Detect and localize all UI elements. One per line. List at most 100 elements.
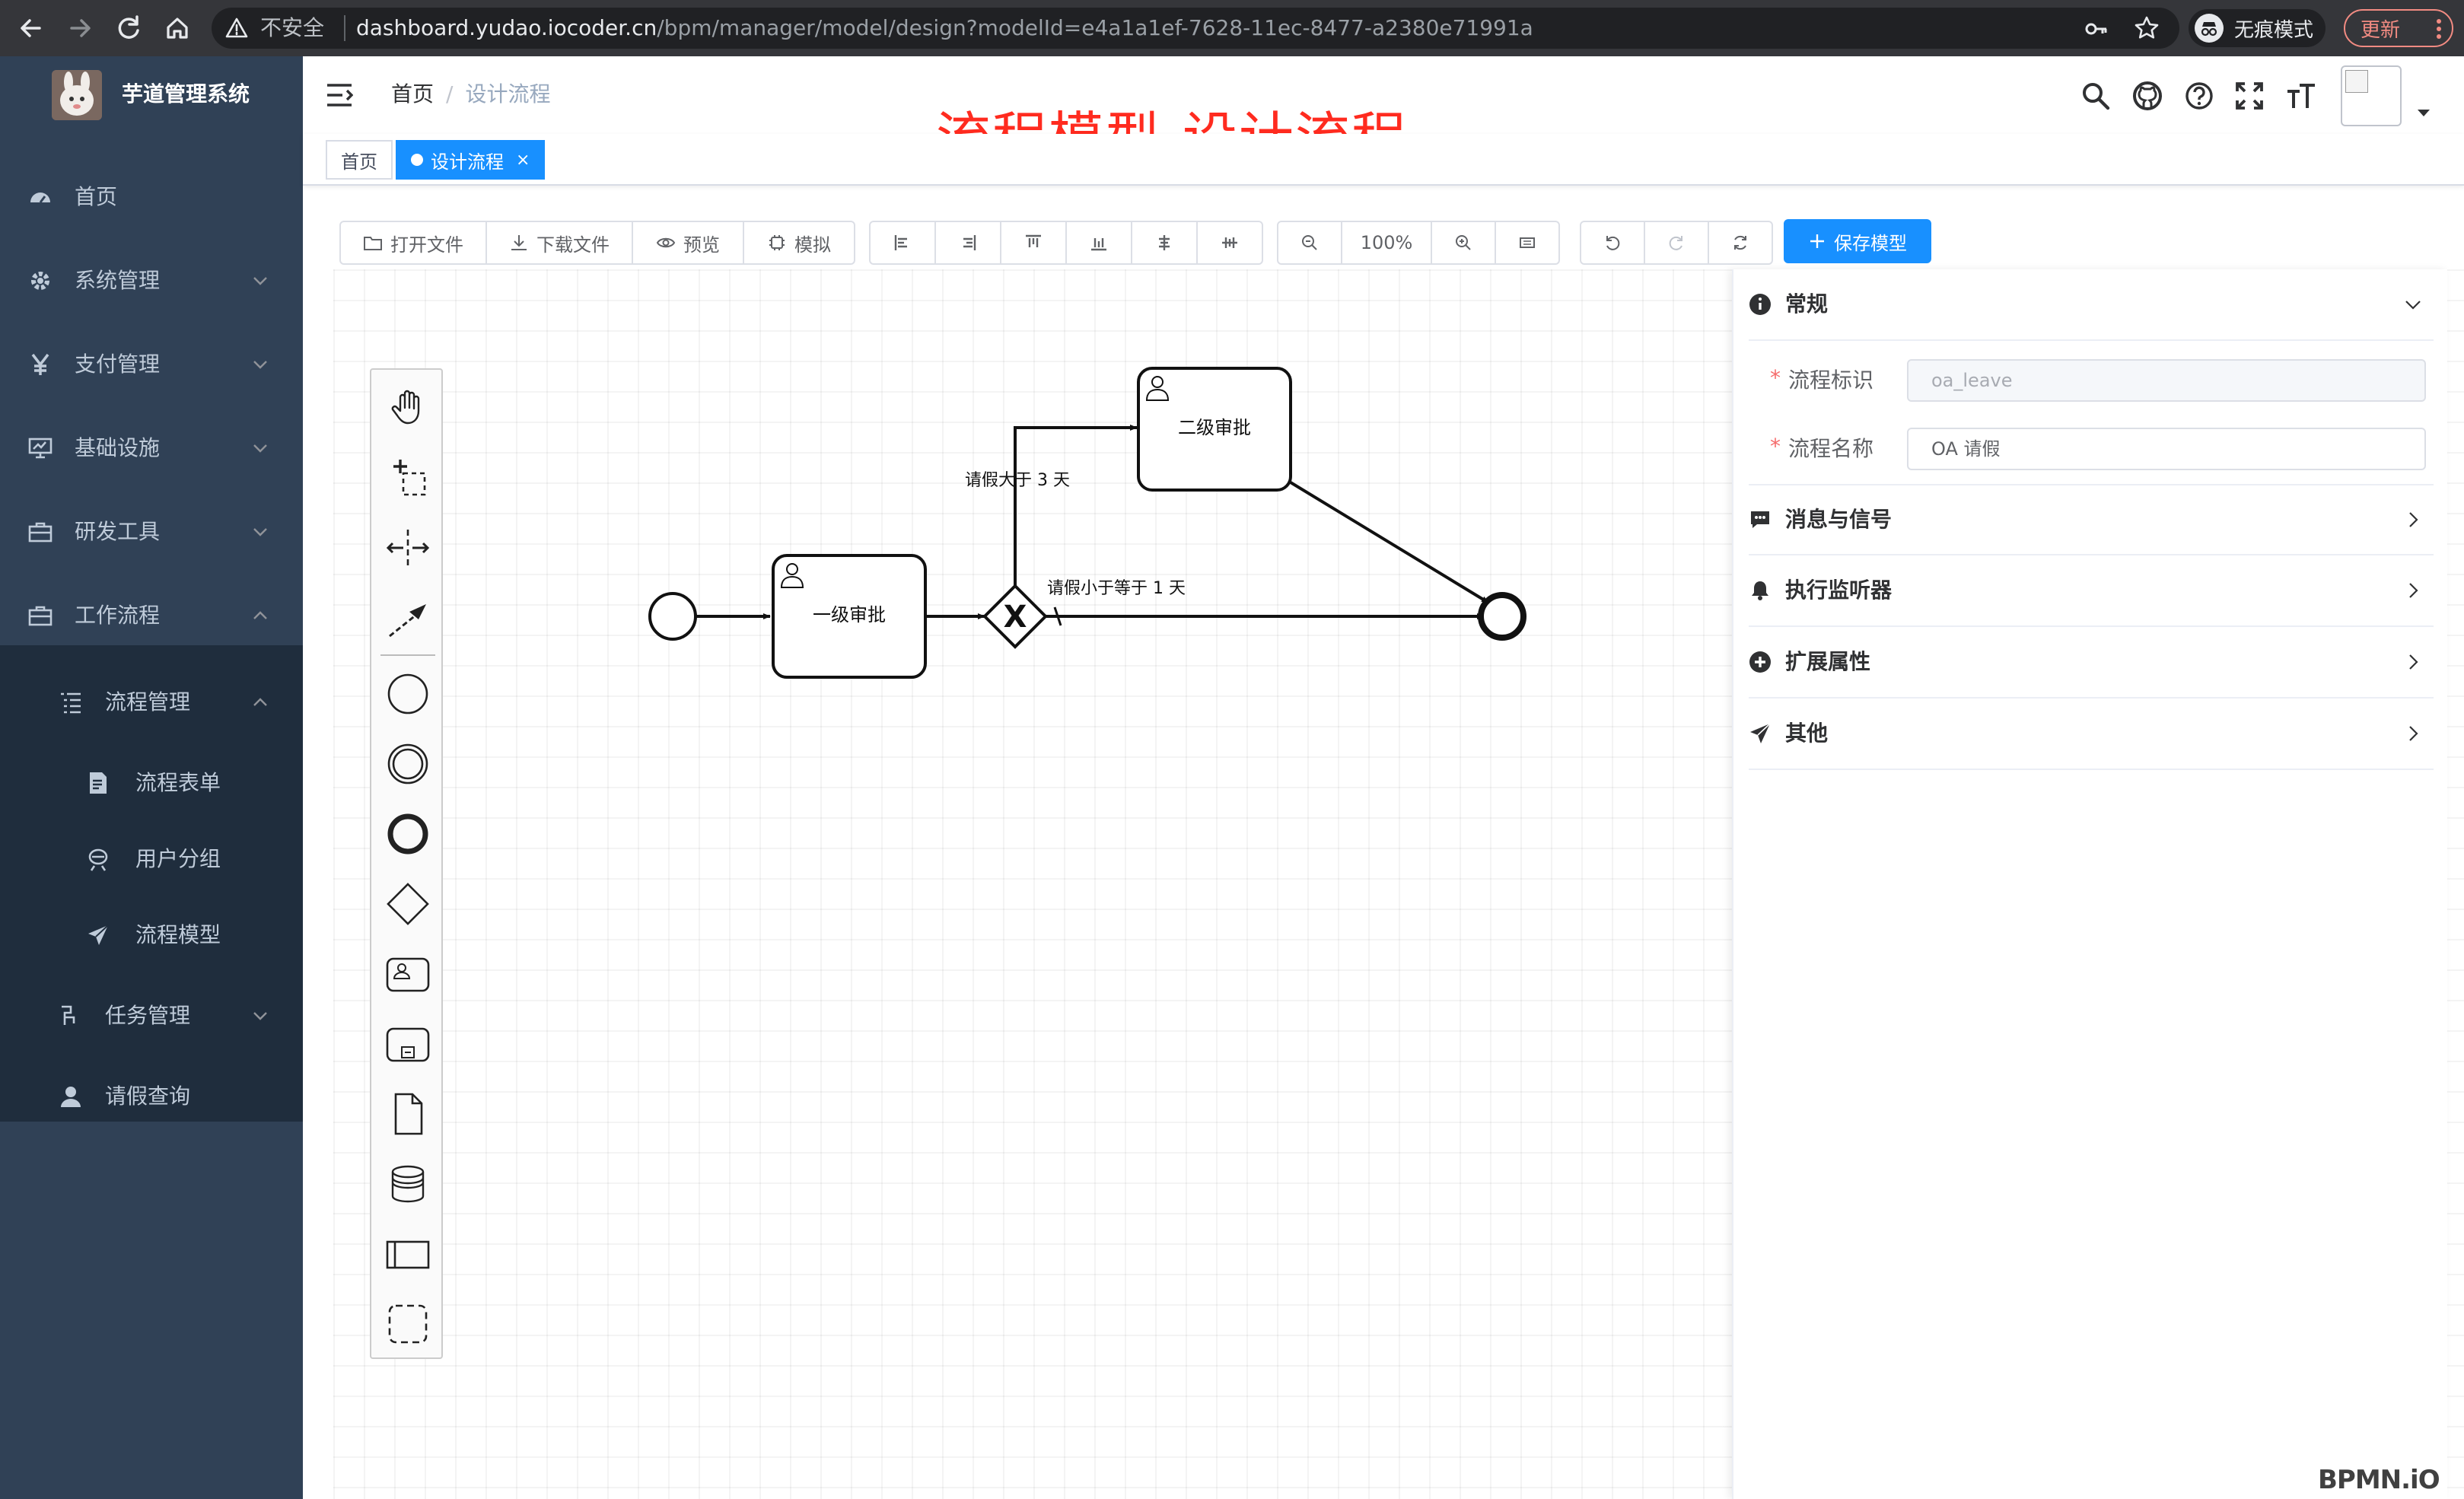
start-event[interactable] — [648, 592, 697, 641]
space-tool-icon[interactable] — [385, 525, 431, 571]
home-icon[interactable] — [160, 11, 195, 46]
align-right-button[interactable] — [934, 221, 1001, 265]
help-icon[interactable] — [2184, 81, 2214, 111]
warning-icon[interactable] — [225, 17, 248, 40]
user-task-level1[interactable]: 一级审批 — [772, 554, 927, 679]
zoom-in-button[interactable] — [1431, 221, 1496, 265]
align-bottom-button[interactable] — [1065, 221, 1132, 265]
start-event-icon[interactable] — [385, 671, 431, 717]
align-right-icon — [963, 235, 976, 250]
fit-viewport-button[interactable] — [1495, 221, 1560, 265]
caret-down-icon[interactable] — [2415, 107, 2432, 119]
simulate-button[interactable]: 模拟 — [743, 221, 855, 265]
sidebar-item-leave-query[interactable]: 请假查询 — [0, 1055, 303, 1138]
incognito-badge[interactable]: 无痕模式 — [2189, 9, 2326, 47]
sidebar-item-user-group[interactable]: 用户分组 — [0, 817, 303, 901]
address-bar[interactable]: 不安全 dashboard.yudao.iocoder.cn/bpm/manag… — [212, 8, 2179, 49]
intermediate-event-icon[interactable] — [385, 741, 431, 787]
tag-home[interactable]: 首页 — [326, 140, 393, 180]
section-execution-listener[interactable]: 执行监听器 — [1749, 555, 2434, 627]
group-icon[interactable] — [385, 1301, 431, 1347]
sidebar-item-pay[interactable]: 支付管理 — [0, 323, 303, 406]
open-file-button[interactable]: 打开文件 — [339, 221, 487, 265]
chevron-down-icon — [253, 444, 267, 453]
align-left-button[interactable] — [869, 221, 936, 265]
sequence-flow-gateway-to-end[interactable] — [1046, 606, 1485, 626]
chevron-right-icon — [2409, 512, 2418, 527]
tag-active-label: 设计流程 — [431, 151, 504, 173]
zoom-out-button[interactable] — [1277, 221, 1342, 265]
section-general[interactable]: 常规 — [1749, 269, 2434, 341]
download-file-button[interactable]: 下载文件 — [485, 221, 633, 265]
subprocess-icon[interactable] — [385, 1021, 431, 1067]
sidebar-item-process-model[interactable]: 流程模型 — [0, 893, 303, 977]
fullscreen-icon[interactable] — [2234, 81, 2265, 111]
update-button[interactable]: 更新 — [2344, 9, 2453, 47]
key-icon[interactable] — [2084, 17, 2108, 41]
sidebar-item-task-mgmt[interactable]: 任务管理 — [0, 974, 303, 1058]
section-other[interactable]: 其他 — [1749, 699, 2434, 770]
flow-label-le-1-day[interactable]: 请假小于等于 1 天 — [1047, 579, 1186, 598]
hamburger-icon[interactable] — [326, 82, 353, 108]
end-event-icon[interactable] — [385, 811, 431, 857]
more-vert-icon — [2437, 19, 2441, 39]
align-top-button[interactable] — [1000, 221, 1067, 265]
chevron-up-icon — [253, 611, 267, 619]
history-button-group — [1580, 221, 1773, 265]
gateway-icon[interactable] — [385, 881, 431, 927]
sidebar-item-system[interactable]: 系统管理 — [0, 239, 303, 323]
section-messages-signals[interactable]: 消息与信号 — [1749, 484, 2434, 555]
sequence-flow-gateway-to-task2[interactable] — [1014, 425, 1138, 586]
user-task-level2[interactable]: 二级审批 — [1137, 367, 1292, 492]
process-id-input[interactable]: oa_leave — [1907, 359, 2426, 402]
flow-label-more-than-3-days[interactable]: 请假大于 3 天 — [965, 471, 1070, 490]
hand-tool-icon[interactable] — [385, 385, 431, 431]
end-event[interactable] — [1478, 592, 1526, 641]
insecure-label[interactable]: 不安全 — [260, 15, 325, 40]
save-model-button[interactable]: 保存模型 — [1784, 219, 1931, 263]
sidebar-item-infra[interactable]: 基础设施 — [0, 406, 303, 490]
search-icon[interactable] — [2080, 81, 2111, 111]
sequence-flow-task2-to-end[interactable] — [1289, 481, 1490, 604]
send-icon — [88, 925, 109, 945]
align-center-button[interactable] — [1131, 221, 1198, 265]
exclusive-gateway[interactable]: X — [982, 584, 1048, 649]
align-middle-button[interactable] — [1196, 221, 1263, 265]
section-extension-properties[interactable]: 扩展属性 — [1749, 627, 2434, 699]
global-connect-tool-icon[interactable] — [385, 595, 431, 641]
user-task-icon[interactable] — [385, 951, 431, 997]
sidebar-logo[interactable]: 芋道管理系统 — [0, 56, 303, 135]
sidebar-item-home[interactable]: 首页 — [0, 155, 303, 239]
chevron-down-icon — [253, 361, 267, 369]
incognito-label: 无痕模式 — [2234, 18, 2314, 42]
properties-panel: 常规 * 流程标识 oa_leave * 流程名称 OA 请假 消息与信号 执行… — [1732, 269, 2447, 1499]
undo-button[interactable] — [1580, 221, 1645, 265]
redo-button[interactable] — [1644, 221, 1709, 265]
sidebar-item-devtools[interactable]: 研发工具 — [0, 490, 303, 574]
process-name-input[interactable]: OA 请假 — [1907, 428, 2426, 470]
font-size-icon[interactable] — [2286, 81, 2316, 111]
bell-icon — [1752, 581, 1768, 600]
preview-button[interactable]: 预览 — [632, 221, 744, 265]
data-store-icon[interactable] — [385, 1161, 431, 1207]
bookmark-star-icon[interactable] — [2134, 15, 2160, 41]
sidebar-item-process-form[interactable]: 流程表单 — [0, 741, 303, 825]
bpmn-io-logo[interactable]: BPMN.iO — [2318, 1465, 2440, 1495]
breadcrumb-home[interactable]: 首页 — [391, 81, 435, 107]
back-icon[interactable] — [14, 11, 49, 46]
pool-icon[interactable] — [385, 1231, 431, 1277]
sidebar-item-workflow[interactable]: 工作流程 — [0, 574, 303, 657]
group-icon — [88, 848, 108, 871]
lasso-tool-icon[interactable] — [385, 455, 431, 501]
sidebar-item-process-mgmt[interactable]: 流程管理 — [0, 660, 303, 744]
data-object-icon[interactable] — [385, 1091, 431, 1137]
user-avatar[interactable] — [2341, 65, 2402, 126]
reset-button[interactable] — [1708, 221, 1773, 265]
github-icon[interactable] — [2132, 81, 2163, 111]
plus-circle-icon — [1749, 651, 1771, 673]
tag-close-icon[interactable]: × — [516, 150, 530, 170]
tag-design-process[interactable]: 设计流程 × — [396, 140, 546, 180]
url-text[interactable]: dashboard.yudao.iocoder.cn/bpm/manager/m… — [356, 15, 1533, 40]
reload-icon[interactable] — [111, 11, 146, 46]
forward-icon[interactable] — [62, 11, 97, 46]
